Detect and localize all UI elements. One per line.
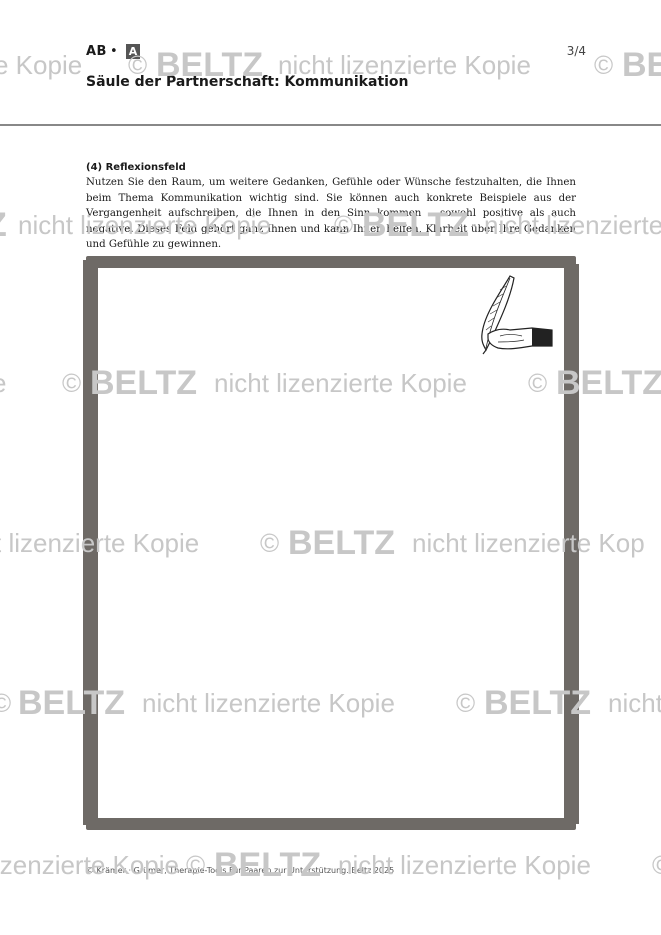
separator-dot: • bbox=[110, 44, 118, 59]
quill-hand-icon bbox=[481, 275, 553, 355]
section-badge: A bbox=[126, 44, 140, 59]
svg-text:BE: BE bbox=[622, 46, 661, 84]
svg-text:©: © bbox=[0, 688, 11, 718]
page-title: Säule der Partnerschaft: Kommunikation bbox=[86, 74, 409, 90]
svg-text:©: © bbox=[652, 850, 661, 880]
copyright-footer: © Krämer · Grümer, Therapie-Tools Für Pa… bbox=[86, 866, 395, 875]
svg-text:e: e bbox=[0, 368, 6, 398]
reflection-section: (4) Reflexionsfeld Nutzen Sie den Raum, … bbox=[86, 162, 576, 253]
worksheet-tag: AB bbox=[86, 44, 107, 59]
svg-text:Z: Z bbox=[0, 206, 7, 244]
svg-text:©: © bbox=[62, 368, 81, 398]
page-number: 3/4 bbox=[566, 44, 586, 58]
section-title: (4) Reflexionsfeld bbox=[86, 162, 186, 173]
svg-text:e Kopie: e Kopie bbox=[0, 50, 82, 80]
frame-edge-left bbox=[83, 260, 88, 825]
frame-edge-right bbox=[574, 264, 579, 824]
instruction-text: Nutzen Sie den Raum, um weitere Gedanken… bbox=[86, 177, 576, 250]
svg-text:©: © bbox=[186, 850, 205, 880]
page-header: AB • A 3/4 Säule der Partnerschaft: Komm… bbox=[86, 44, 586, 94]
svg-text:izenzierte Kopie: izenzierte Kopie bbox=[0, 850, 179, 880]
reflection-writing-area[interactable] bbox=[86, 256, 576, 830]
svg-text:©: © bbox=[594, 50, 613, 80]
svg-text:BELTZ: BELTZ bbox=[214, 846, 321, 884]
svg-text:nicht lizenzierte Kopie: nicht lizenzierte Kopie bbox=[338, 850, 591, 880]
header-divider bbox=[0, 124, 661, 126]
svg-text:nicht: nicht bbox=[608, 688, 661, 718]
